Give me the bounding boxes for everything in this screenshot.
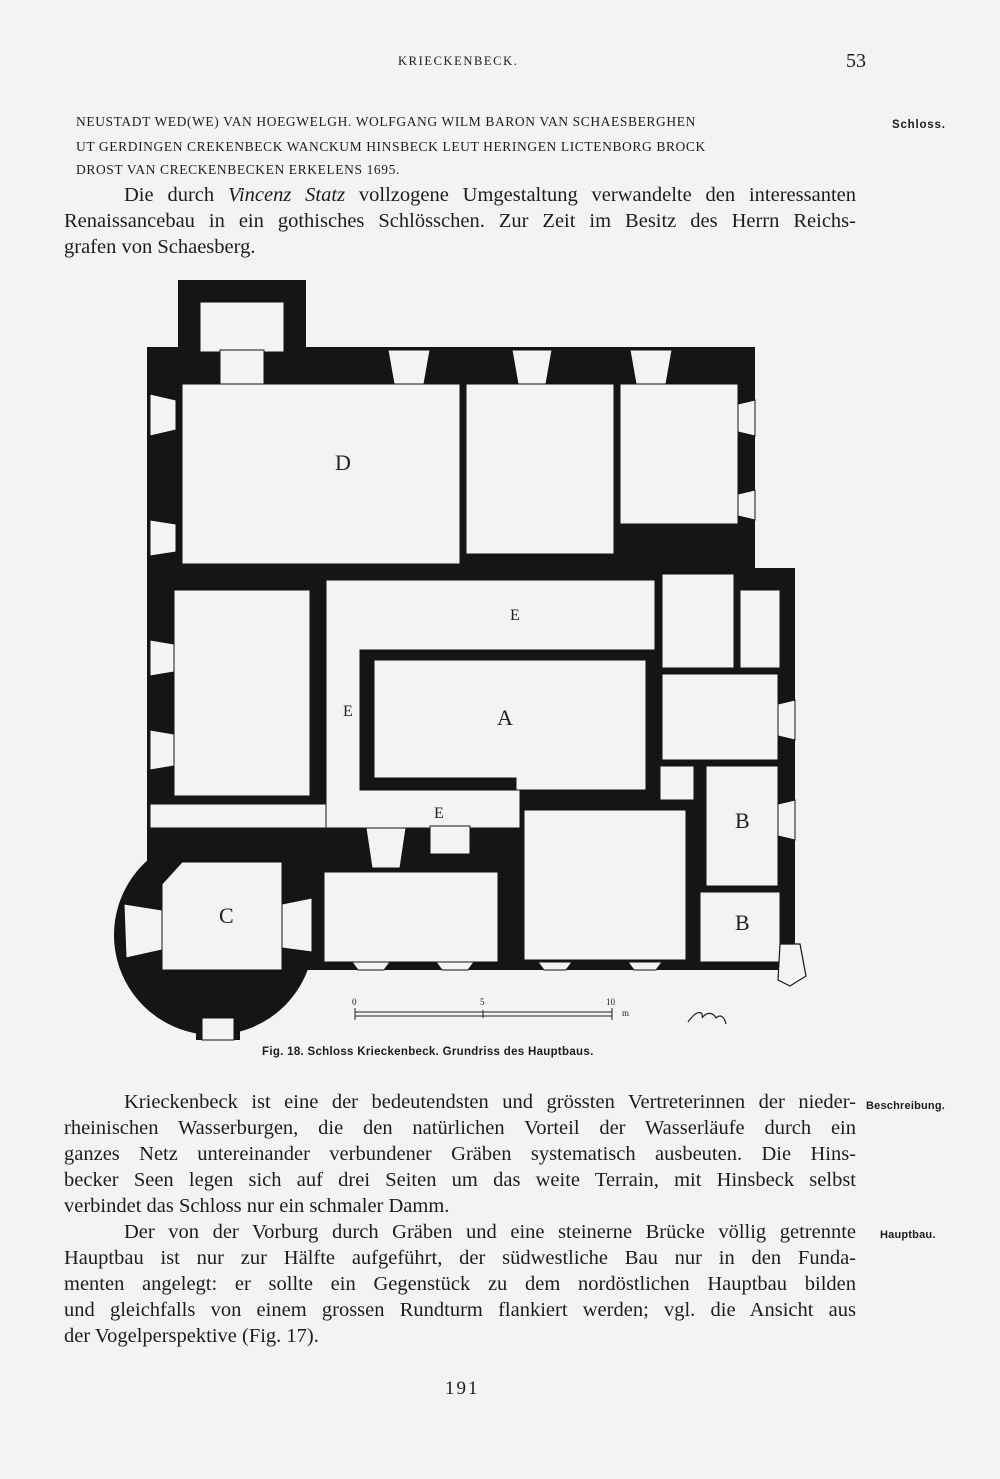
inscription-line-2: UT GERDINGEN CREKENBECK WANCKUM HINSBECK… (76, 139, 706, 154)
paragraph-beschreibung-line-5: verbindet das Schloss nur ein schmaler D… (64, 1195, 450, 1217)
room-label-d: D (335, 450, 351, 475)
paragraph-beschreibung-line-2: rheinischen Wasserburgen, die den natürl… (64, 1117, 856, 1139)
room-label-b-lower: B (735, 910, 750, 935)
plan-rooms (149, 301, 781, 1041)
paragraph-hauptbau-line-1: Der von der Vorburg durch Gräben und ein… (124, 1221, 856, 1243)
running-head: KRIECKENBECK. (398, 54, 519, 68)
paragraph-hauptbau: Der von der Vorburg durch Gräben und ein… (64, 1219, 856, 1349)
room-label-e-bottom: E (434, 805, 444, 822)
paragraph-hauptbau-line-2: Hauptbau ist nur zur Hälfte aufgeführt, … (64, 1247, 856, 1269)
printer-signature: 191 (445, 1378, 480, 1399)
paragraph-intro-line-3: grafen von Schaesberg. (64, 236, 256, 258)
paragraph-hauptbau-line-3: menten angelegt: er sollte ein Gegenstüc… (64, 1273, 856, 1295)
margin-note-beschreibung: Beschreibung. (866, 1100, 946, 1112)
paragraph-hauptbau-line-5: der Vogelperspektive (Fig. 17). (64, 1325, 319, 1347)
paragraph-beschreibung: Krieckenbeck ist eine der bedeutendsten … (64, 1089, 856, 1219)
architect-name: Vincenz Statz (227, 184, 346, 206)
bridge-stub (777, 943, 807, 987)
scale-unit: m (622, 1008, 629, 1018)
figure-caption: Fig. 18. Schloss Krieckenbeck. Grundriss… (262, 1046, 594, 1058)
paragraph-intro-line-2: Renaissancebau in ein gothisches Schlöss… (64, 210, 856, 232)
page-number: 53 (846, 50, 866, 72)
scale-bar: 0 5 10 m (352, 997, 629, 1020)
plan-window-niches (123, 349, 796, 971)
paragraph-intro: Die durch Vincenz Statz vollzogene Umges… (64, 182, 856, 260)
room-label-b-upper: B (735, 808, 750, 833)
scale-label-10: 10 (606, 997, 616, 1007)
room-label-e-top: E (510, 607, 520, 624)
paragraph-beschreibung-line-3: ganzes Netz untereinander verbundener Gr… (64, 1143, 856, 1165)
paragraph-beschreibung-line-1: Krieckenbeck ist eine der bedeutendsten … (124, 1091, 856, 1113)
paragraph-hauptbau-line-4: und gleichfalls von einem grossen Rundtu… (64, 1299, 856, 1321)
paragraph-beschreibung-line-4: becker Seen legen sich auf drei Seiten u… (64, 1169, 856, 1191)
scale-label-0: 0 (352, 997, 357, 1007)
margin-note-hauptbau: Hauptbau. (880, 1229, 936, 1241)
room-label-c: C (219, 903, 234, 928)
margin-note-schloss: Schloss. (892, 119, 946, 131)
room-label-e-left: E (343, 703, 353, 720)
inscription-line-3: DROST VAN CRECKENBECKEN ERKELENS 1695. (76, 162, 400, 177)
scale-label-5: 5 (480, 997, 485, 1007)
room-label-a: A (497, 705, 513, 730)
draughtsman-signature (687, 1011, 727, 1025)
inscription-line-1: NEUSTADT WED(we) VAN HOEGWELGH. WOLFGANG… (76, 114, 696, 129)
paragraph-intro-line-1: Die durch Vincenz Statz vollzogene Umges… (124, 184, 857, 206)
